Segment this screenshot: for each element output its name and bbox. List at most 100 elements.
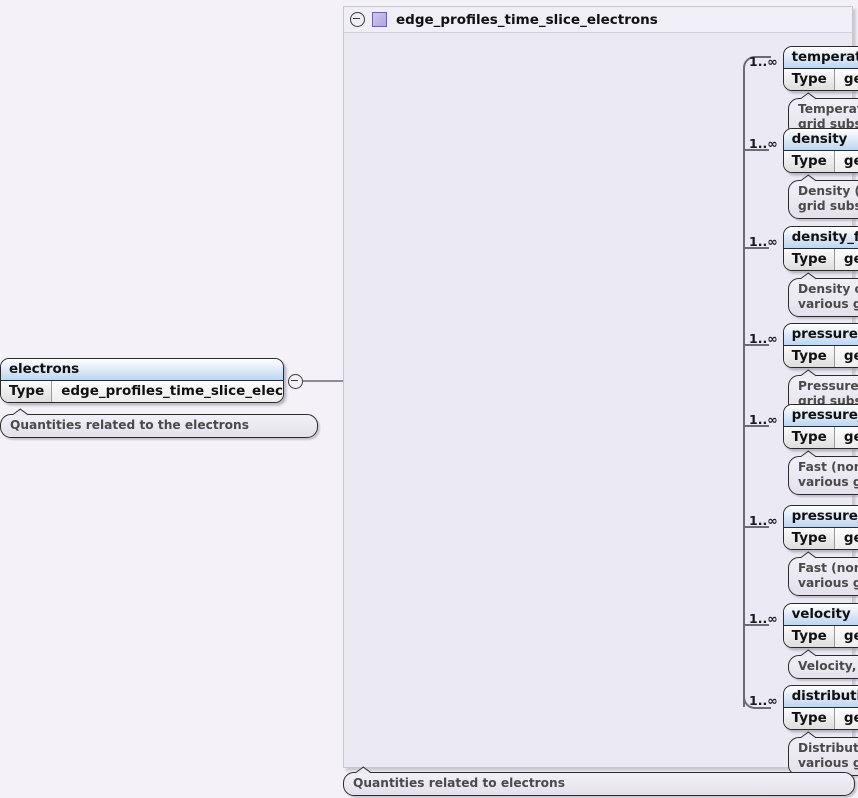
child-node-pressure-fast-parallel: 1..∞ pressure_fast_parallel Type generic… [749,505,858,596]
child-annotation: Temperature, given on various grid subse… [788,98,858,137]
tree-corner-first [743,56,771,72]
type-value: generic_grid_scalar [834,249,858,270]
tree-branch-stub [744,526,769,528]
annotation-tail-icon [801,92,816,100]
tree-branch-stub [744,344,769,346]
child-annotation-text: Fast (non-thermal) parallel pressure, gi… [798,561,858,590]
multiplicity-label: 1..∞ [749,234,778,249]
child-node-temperature: 1..∞ temperature Type generic_grid_scala… [749,46,858,137]
container-title: edge_profiles_time_slice_electrons [396,11,658,28]
type-value: generic_grid_scalar [834,708,858,729]
element-box[interactable]: pressure_fast_parallel Type generic_grid… [782,505,858,550]
element-type-row: Type generic_grid_scalar [783,249,858,270]
element-name: temperature [783,47,858,69]
root-annotation: Quantities related to the electrons [0,414,318,438]
element-name: pressure [783,324,858,346]
element-type-row: Type edge_profiles_time_slice_electrons [1,381,283,402]
element-box[interactable]: pressure_fast_perpendicular Type generic… [782,404,858,449]
annotation-tail-icon [801,649,816,657]
element-name: density_fast [783,227,858,249]
type-label: Type [783,249,835,270]
annotation-tail-icon [801,551,816,559]
multiplicity-label: 1..∞ [749,54,778,69]
annotation-tail-icon [13,408,28,416]
type-value: generic_grid_vector_components [834,626,858,647]
container-annotation-wrap: Quantities related to electrons [343,772,855,796]
container-annotation: Quantities related to electrons [343,772,855,796]
element-name: distribution_function [783,686,858,708]
child-annotation: Distribution function, given on various … [788,737,858,776]
type-value: generic_grid_scalar [834,427,858,448]
annotation-tail-icon [801,272,816,280]
child-node-velocity: 1..∞ velocity Type generic_grid_vector_c… [749,603,858,679]
minus-circle-icon-root[interactable] [288,374,303,389]
element-type-row: Type generic_grid_scalar [783,427,858,448]
container-annotation-text: Quantities related to electrons [353,776,565,790]
child-annotation-text: Density of fast (non-thermal) particles,… [798,282,858,311]
multiplicity-label: 1..∞ [749,611,778,626]
tree-branch-stub [744,247,769,249]
connector-line [303,380,359,382]
element-name: electrons [1,359,283,381]
child-annotation-text: Temperature, given on various grid subse… [798,102,858,131]
element-type-row: Type generic_grid_scalar [783,346,858,367]
type-label: Type [783,151,835,172]
type-label: Type [783,626,835,647]
root-annotation-text: Quantities related to the electrons [10,418,249,432]
multiplicity-label: 1..∞ [749,331,778,346]
minus-circle-icon-container[interactable] [350,12,365,27]
element-name: density [783,129,858,151]
type-label: Type [783,346,835,367]
type-label: Type [783,708,835,729]
element-name: pressure_fast_parallel [783,506,858,528]
complex-type-square-icon [372,12,387,27]
child-node-density-fast: 1..∞ density_fast Type generic_grid_scal… [749,226,858,317]
annotation-tail-icon [356,766,371,774]
type-value: edge_profiles_time_slice_electrons [52,381,283,402]
element-box[interactable]: temperature Type generic_grid_scalar [782,46,858,91]
annotation-tail-icon [801,369,816,377]
tree-trunk-line [743,69,745,707]
child-annotation: Velocity, given on various grid subsets [788,655,858,679]
element-type-row: Type generic_grid_scalar [783,69,858,90]
element-type-row: Type generic_grid_vector_components [783,626,858,647]
child-annotation: Fast (non-thermal) parallel pressure, gi… [788,557,858,596]
element-box-electrons[interactable]: electrons Type edge_profiles_time_slice_… [0,358,284,403]
child-annotation: Density of fast (non-thermal) particles,… [788,278,858,317]
element-box[interactable]: pressure Type generic_grid_scalar [782,323,858,368]
child-annotation-text: Fast (non-thermal) perpendicular pressur… [798,460,858,489]
multiplicity-label: 1..∞ [749,693,778,708]
annotation-tail-icon [801,731,816,739]
type-value: generic_grid_scalar [834,346,858,367]
root-element-group: electrons Type edge_profiles_time_slice_… [0,358,330,438]
multiplicity-label: 1..∞ [749,513,778,528]
annotation-tail-icon [801,450,816,458]
child-annotation-text: Distribution function, given on various … [798,741,858,770]
element-name: pressure_fast_perpendicular [783,405,858,427]
tree-branch-stub [744,624,769,626]
element-name: velocity [783,604,858,626]
type-label: Type [783,528,835,549]
element-type-row: Type generic_grid_scalar [783,151,858,172]
type-label: Type [1,381,53,402]
child-node-density: 1..∞ density Type generic_grid_scalar De… [749,128,858,219]
element-box[interactable]: density Type generic_grid_scalar [782,128,858,173]
child-annotation: Density (thermal+non-thermal), given on … [788,180,858,219]
complex-type-container: edge_profiles_time_slice_electrons 1..∞ … [343,6,858,776]
tree-branch-stub [744,425,769,427]
container-header: edge_profiles_time_slice_electrons [344,7,852,33]
child-node-pressure-fast-perpendicular: 1..∞ pressure_fast_perpendicular Type ge… [749,404,858,495]
element-box[interactable]: density_fast Type generic_grid_scalar [782,226,858,271]
type-value: generic_grid_scalar [834,528,858,549]
child-node-pressure: 1..∞ pressure Type generic_grid_scalar P… [749,323,858,414]
child-annotation-text: Density (thermal+non-thermal), given on … [798,184,858,213]
element-box[interactable]: distribution_function Type generic_grid_… [782,685,858,730]
element-box[interactable]: velocity Type generic_grid_vector_compon… [782,603,858,648]
element-type-row: Type generic_grid_scalar [783,528,858,549]
type-value: generic_grid_scalar [834,151,858,172]
multiplicity-label: 1..∞ [749,412,778,427]
type-label: Type [783,427,835,448]
element-type-row: Type generic_grid_scalar [783,708,858,729]
multiplicity-label: 1..∞ [749,136,778,151]
annotation-tail-icon [801,174,816,182]
